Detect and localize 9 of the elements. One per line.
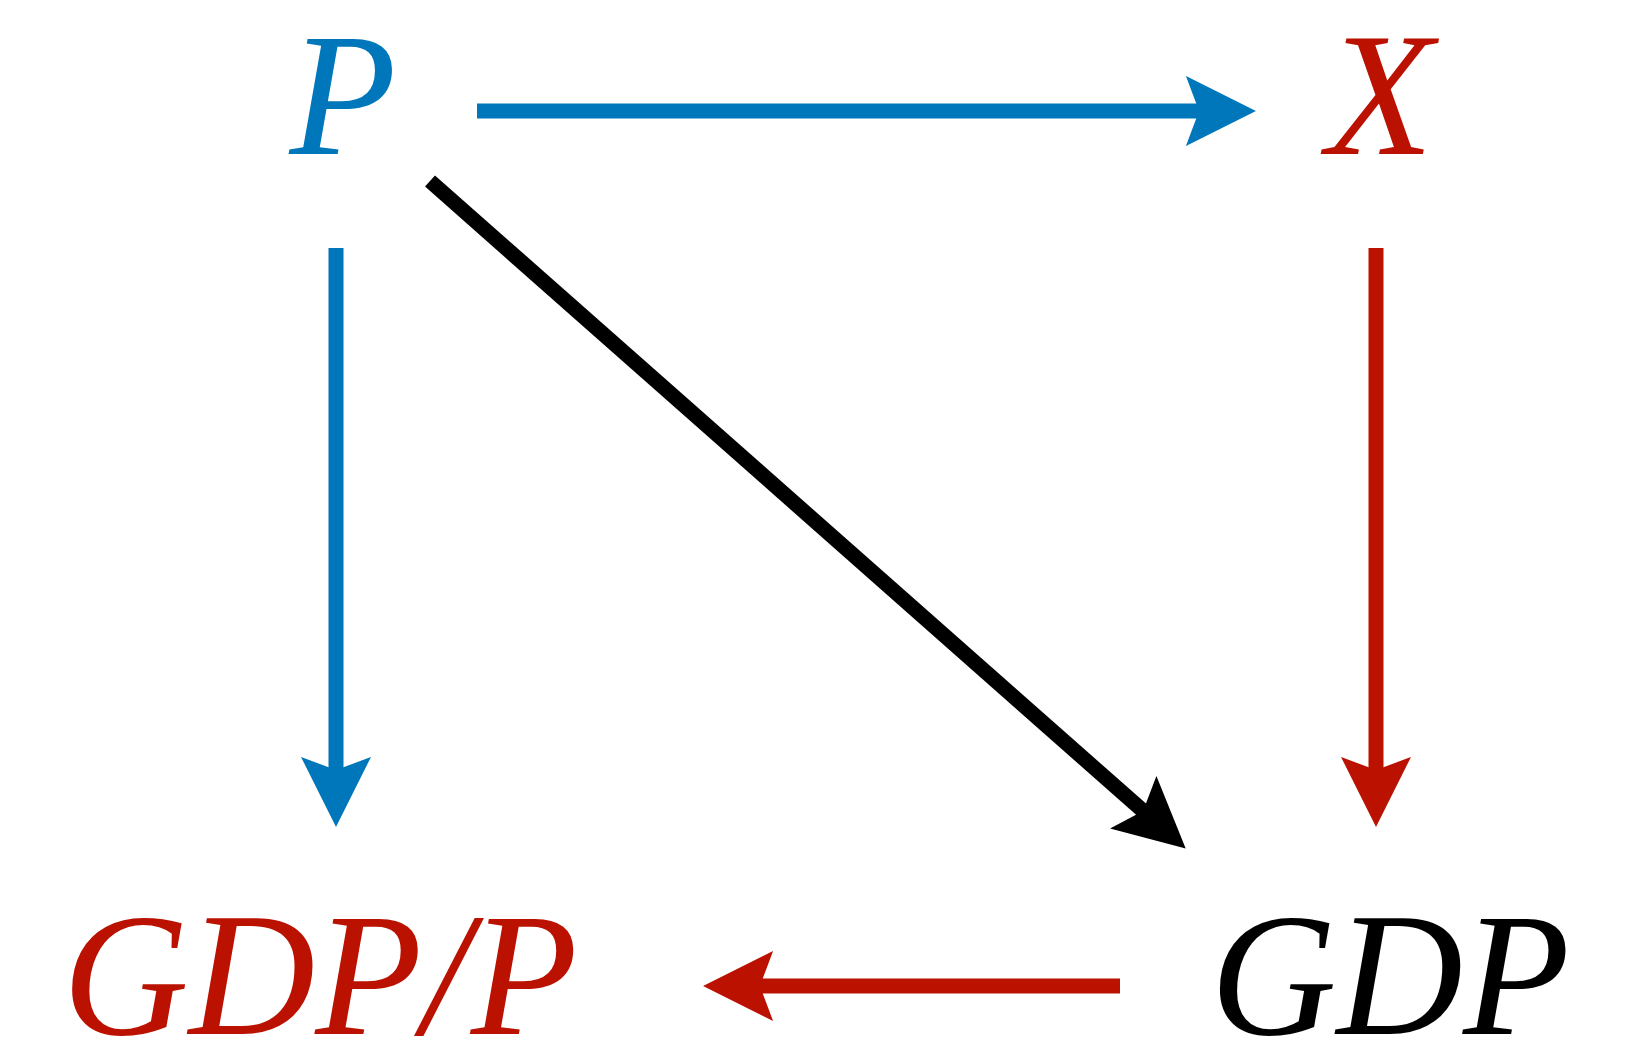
- math-symbol: X: [1290, 10, 1470, 180]
- arrow: [703, 951, 1120, 1021]
- arrow: [425, 175, 1186, 849]
- math-symbol: GDP/P: [40, 890, 600, 1060]
- arrow: [477, 76, 1256, 146]
- arrow: [1341, 248, 1411, 827]
- math-symbol: P: [268, 10, 418, 180]
- math-symbol: GDP: [1170, 890, 1610, 1060]
- arrow: [301, 248, 371, 827]
